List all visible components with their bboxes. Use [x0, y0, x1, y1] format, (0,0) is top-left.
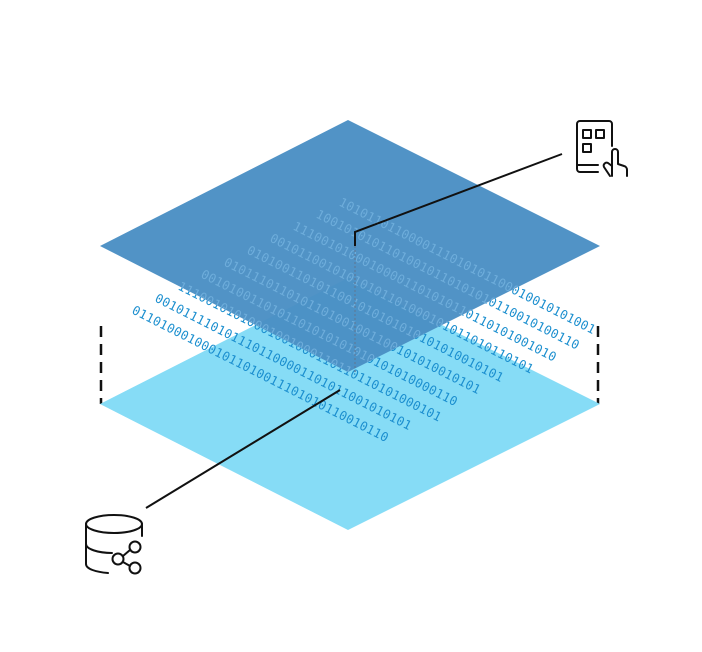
- database-share-icon: [85, 514, 143, 575]
- top-layer: [100, 120, 600, 372]
- connectors: [145, 153, 563, 509]
- connector-top-right: [354, 153, 563, 246]
- connector-bottom-left: [145, 389, 341, 509]
- touch-app-icon: [576, 120, 628, 177]
- bottom-layer: [100, 278, 600, 530]
